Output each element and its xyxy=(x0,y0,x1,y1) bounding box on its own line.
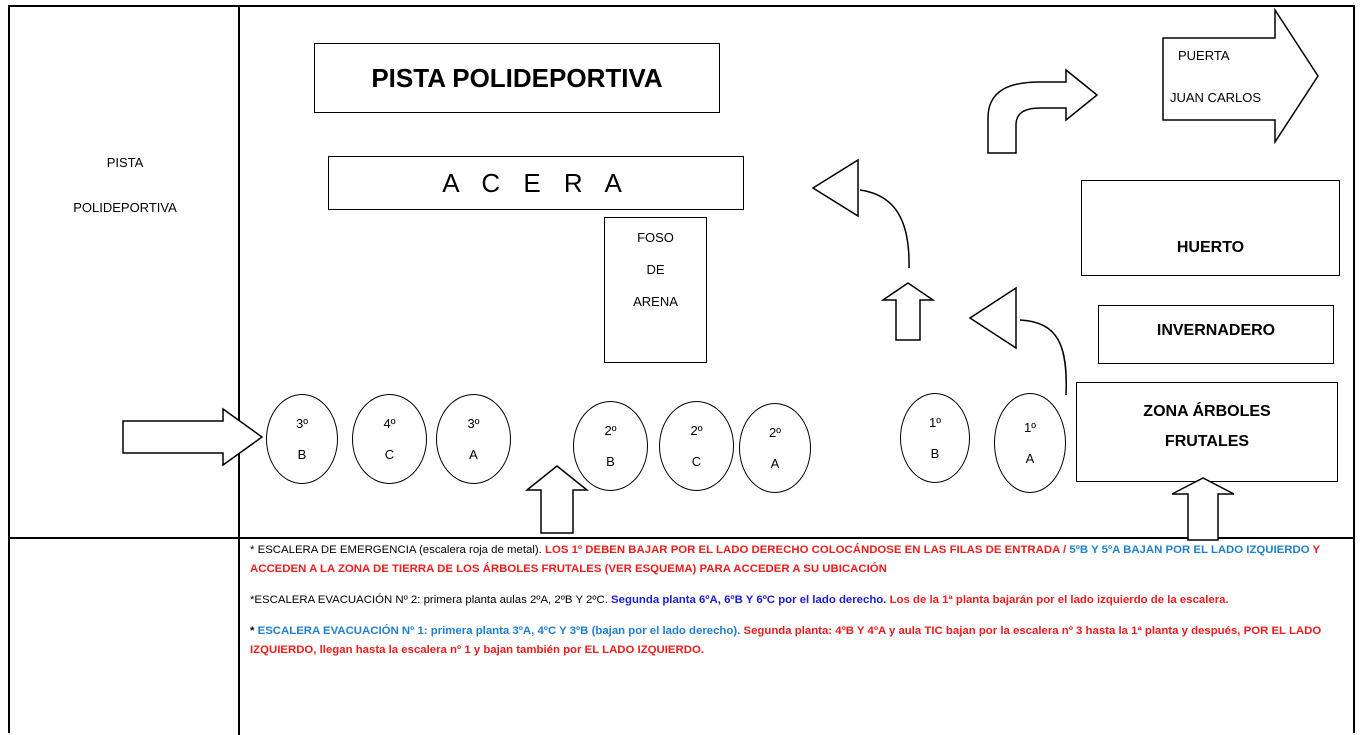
up-arrow-middle-icon xyxy=(524,465,590,534)
pista-polideportiva-title: PISTA POLIDEPORTIVA xyxy=(371,62,663,93)
group-letter: A xyxy=(770,456,780,471)
group-letter: B xyxy=(930,446,940,461)
puerta-label: PUERTA JUAN CARLOS xyxy=(1170,46,1261,108)
puerta-arrow-icon xyxy=(1162,7,1319,145)
group-letter: A xyxy=(469,447,478,462)
legend-3a: * xyxy=(250,625,258,637)
huerto-label: HUERTO xyxy=(1176,239,1245,256)
group-grade: 2º xyxy=(604,423,617,438)
curved-line-upper xyxy=(859,189,910,269)
legend-1d: Y ACCEDEN A LA ZONA DE TIERRA DE LOS ÁRB… xyxy=(250,544,1320,575)
left-triangle-upper-icon xyxy=(811,158,859,218)
legend-paragraph-3: * ESCALERA EVACUACIÓN Nº 1: primera plan… xyxy=(250,622,1350,660)
invernadero-label: INVERNADERO xyxy=(1156,321,1276,339)
group-letter: B xyxy=(606,454,615,469)
group-oval: 1º A xyxy=(994,393,1066,493)
foso-line3: ARENA xyxy=(633,294,678,309)
legend-2c: Los de la 1ª planta bajarán por el lado … xyxy=(886,594,1229,606)
puerta-line2: JUAN CARLOS xyxy=(1170,90,1262,105)
group-grade: 2º xyxy=(769,425,781,440)
group-grade: 3º xyxy=(296,416,308,431)
acera-box: A C E R A xyxy=(328,156,744,210)
legend-paragraph-1: * ESCALERA DE EMERGENCIA (escalera roja … xyxy=(250,541,1350,579)
zona-line1: ZONA ÁRBOLES xyxy=(1143,403,1271,420)
legend-1a: * ESCALERA DE EMERGENCIA (escalera roja … xyxy=(250,544,542,556)
group-oval: 4º C xyxy=(352,394,427,484)
huerto-box: HUERTO xyxy=(1081,180,1340,276)
group-grade: 1º xyxy=(1024,420,1036,435)
left-pista-label: PISTA POLIDEPORTIVA xyxy=(40,140,210,230)
diagram-frame xyxy=(8,5,1355,733)
group-grade: 4º xyxy=(383,416,396,431)
evacuation-legend: * ESCALERA DE EMERGENCIA (escalera roja … xyxy=(250,541,1350,672)
group-letter: B xyxy=(297,447,307,462)
foso-line2: DE xyxy=(646,262,665,277)
group-letter: C xyxy=(384,447,395,462)
up-arrow-center-icon xyxy=(880,282,936,341)
left-triangle-lower-icon xyxy=(968,286,1017,350)
up-arrow-right-icon xyxy=(1171,477,1235,541)
column-divider xyxy=(238,5,240,735)
group-grade: 2º xyxy=(690,423,703,438)
puerta-line1: PUERTA xyxy=(1178,48,1230,63)
pista-polideportiva-box: PISTA POLIDEPORTIVA xyxy=(314,43,720,113)
group-letter: A xyxy=(1025,451,1035,466)
curved-line-lower xyxy=(1019,319,1067,396)
group-grade: 1º xyxy=(929,415,941,430)
group-oval: 3º B xyxy=(266,394,338,484)
left-pista-line1: PISTA xyxy=(106,155,144,170)
foso-arena-box: FOSO DE ARENA xyxy=(604,217,707,363)
acera-label: A C E R A xyxy=(442,167,630,198)
legend-3c: Segunda planta: 4ºB Y 4ºA y aula TIC baj… xyxy=(250,625,1322,656)
group-letter: C xyxy=(691,454,702,469)
invernadero-box: INVERNADERO xyxy=(1098,305,1334,364)
row-divider xyxy=(8,537,1355,539)
zona-line2: FRUTALES xyxy=(1164,433,1250,450)
legend-2a: *ESCALERA EVACUACIÓN Nº 2: primera plant… xyxy=(250,594,608,606)
group-grade: 3º xyxy=(467,416,480,431)
bent-arrow-icon xyxy=(987,68,1099,154)
group-oval: 2º B xyxy=(573,401,648,491)
foso-line1: FOSO xyxy=(637,230,674,245)
group-oval: 1º B xyxy=(900,393,970,483)
legend-3b: ESCALERA EVACUACIÓN Nº 1: primera planta… xyxy=(257,625,741,637)
group-oval: 2º A xyxy=(739,403,811,493)
legend-1c: 5ºB Y 5ºA BAJAN POR EL LADO IZQUIERDO xyxy=(1069,544,1313,556)
group-oval: 3º A xyxy=(436,394,511,484)
legend-2b: Segunda planta 6ºA, 6ºB Y 6ºC por el lad… xyxy=(607,594,887,606)
left-pista-line2: POLIDEPORTIVA xyxy=(73,200,177,215)
legend-1b: LOS 1º DEBEN BAJAR POR EL LADO DERECHO C… xyxy=(541,544,1070,556)
legend-paragraph-2: *ESCALERA EVACUACIÓN Nº 2: primera plant… xyxy=(250,591,1350,610)
group-oval: 2º C xyxy=(659,401,734,491)
entry-arrow-left-icon xyxy=(122,407,264,467)
